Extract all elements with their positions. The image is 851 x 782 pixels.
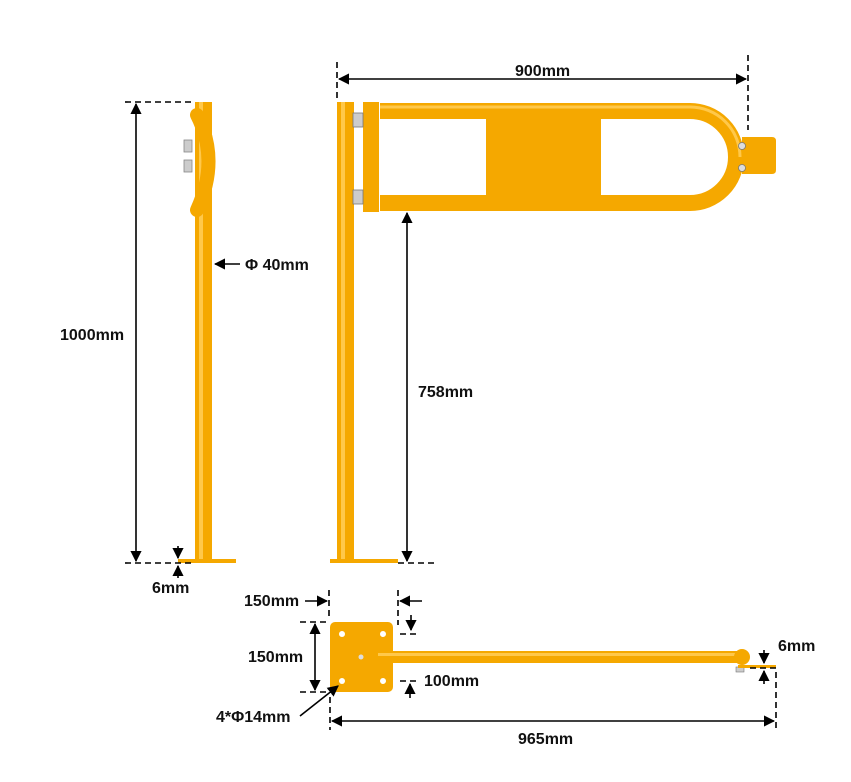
side-view <box>178 102 236 563</box>
dimension-plate-height: 150mm <box>248 621 328 693</box>
side-view-hinge-bolt-top <box>183 139 193 153</box>
front-view-post <box>337 102 354 562</box>
hole-spacing-label: 100mm <box>424 673 479 690</box>
top-view <box>330 622 776 692</box>
end-thickness-label: 6mm <box>778 638 815 655</box>
dimension-hole-spacing: 100mm <box>400 633 479 698</box>
dimension-1000: 1000mm <box>60 101 193 564</box>
dimension-holes: 4*Φ14mm <box>216 685 339 726</box>
top-view-hole-tr <box>380 631 386 637</box>
front-view-hinge-bottom <box>352 189 364 205</box>
front-view-end-bolt-top <box>738 142 746 150</box>
side-view-hinge-curve <box>190 108 216 217</box>
length-965-label: 965mm <box>518 731 573 748</box>
front-view-bracket <box>363 102 379 212</box>
dimension-758: 758mm <box>398 211 473 564</box>
front-view-u-arm <box>380 103 744 211</box>
tube-diameter-label: Φ 40mm <box>245 257 309 274</box>
width-900-label: 900mm <box>515 63 570 80</box>
dimension-965: 965mm <box>329 672 777 748</box>
top-view-arm <box>378 651 742 663</box>
plate-thickness-side-label: 6mm <box>152 580 189 597</box>
holes-label: 4*Φ14mm <box>216 709 291 726</box>
top-view-hole-tl <box>339 631 345 637</box>
top-view-hole-br <box>380 678 386 684</box>
dimension-tube-diameter: Φ 40mm <box>213 257 309 274</box>
front-view-post-highlight <box>341 102 345 562</box>
plate-width-label: 150mm <box>244 593 299 610</box>
front-view-center-panel <box>486 119 601 195</box>
dimension-900: 900mm <box>336 55 749 130</box>
dimension-end-thickness: 6mm <box>750 638 815 684</box>
top-view-arm-highlight <box>378 653 742 656</box>
top-view-post-center <box>358 654 364 660</box>
top-view-end-tab <box>738 665 776 668</box>
dimension-plate-thickness-side: 6mm <box>152 546 189 597</box>
height-758-label: 758mm <box>418 384 473 401</box>
front-view-end-tab <box>742 137 776 174</box>
front-view-end-bolt-bottom <box>738 164 746 172</box>
top-view-hole-bl <box>339 678 345 684</box>
dimension-plate-width: 150mm <box>244 590 422 625</box>
height-1000-label: 1000mm <box>60 327 124 344</box>
top-view-arm-end <box>734 649 750 665</box>
front-view <box>330 102 776 563</box>
side-view-hinge-bolt-bottom <box>183 159 193 173</box>
side-view-base-plate <box>178 559 236 563</box>
plate-height-label: 150mm <box>248 649 303 666</box>
side-view-post-highlight <box>199 102 203 562</box>
front-view-base-plate <box>330 559 398 563</box>
front-view-hinge-top <box>352 112 364 128</box>
